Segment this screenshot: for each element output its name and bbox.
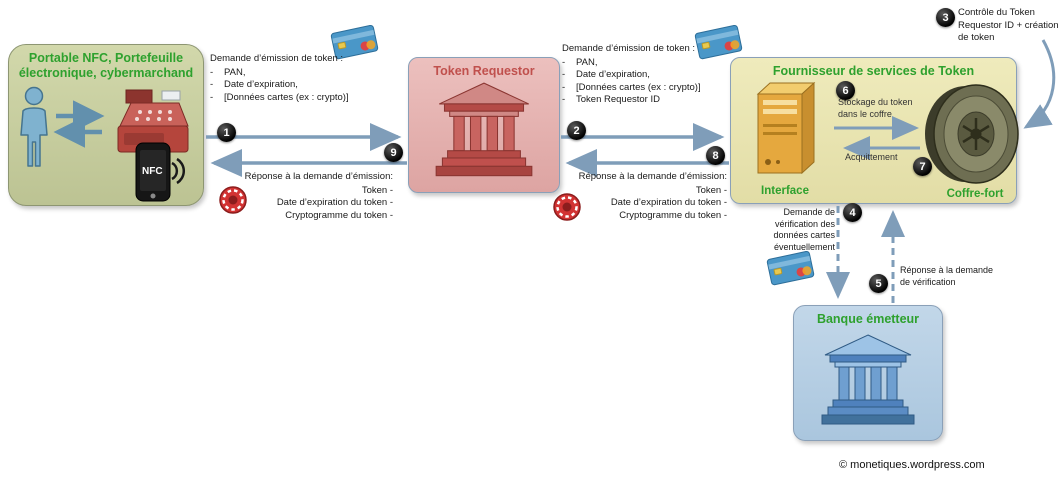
- request-right-item: PAN,: [576, 56, 598, 68]
- response-item: Token -: [361, 184, 393, 196]
- response-title: Réponse à la demande d’émission:: [578, 171, 727, 182]
- response-title: Réponse à la demande d’émission:: [244, 171, 393, 182]
- message-line: - PAN,: [210, 67, 362, 80]
- nfc-phone-icon: NFC: [135, 142, 186, 202]
- message-line: - PAN,: [562, 57, 724, 70]
- vault-label: Coffre-fort: [946, 188, 1004, 200]
- wallet-title: Portable NFC, Portefeuille électronique,…: [9, 45, 203, 81]
- message-line: - [Données cartes (ex : crypto)]: [210, 92, 362, 105]
- request-left-item: [Données cartes (ex : crypto)]: [224, 91, 349, 103]
- response-item: Token -: [695, 184, 727, 196]
- bullet: -: [562, 94, 566, 105]
- request-left-title: Demande d’émission de token :: [210, 53, 344, 64]
- copyright-text: © monetiques.wordpress.com: [839, 459, 985, 471]
- response-item: Date d’expiration du token -: [276, 197, 393, 208]
- request-left-item: Date d’expiration,: [224, 79, 298, 90]
- step-3-badge: 3: [936, 8, 955, 27]
- credit-card-icon: [330, 24, 379, 60]
- message-line: - Token Requestor ID: [562, 94, 724, 107]
- request-message-right: Demande d’émission de token : - PAN, - D…: [562, 43, 724, 107]
- request-right-item: Token Requestor ID: [576, 94, 660, 105]
- wallet-title-line2: électronique, cybermarchand: [18, 66, 194, 80]
- arrow-control-3: [1023, 39, 1056, 129]
- bullet: -: [210, 79, 214, 90]
- acknowledge-label: Acquittement: [845, 152, 898, 162]
- issuer-bank-icon: [821, 334, 915, 425]
- step-4-badge: 4: [843, 203, 862, 222]
- store-token-label: Stockage du token dans le coffre: [838, 97, 913, 119]
- request-message-left: Demande d’émission de token : - PAN, - D…: [210, 53, 362, 104]
- step-7-badge: 7: [913, 157, 932, 176]
- token-requestor-bank-icon: [435, 82, 533, 177]
- response-message-left: Réponse à la demande d’émission: Token -…: [243, 171, 393, 222]
- step-9-badge: 9: [384, 143, 403, 162]
- cash-register-icon: [117, 89, 189, 153]
- person-icon: [20, 86, 48, 167]
- step-8-badge: 8: [706, 146, 725, 165]
- credit-card-icon: [766, 250, 815, 286]
- response-item: Cryptogramme du token -: [285, 209, 393, 221]
- vault-icon: [925, 84, 1019, 184]
- request-right-title: Demande d’émission de token :: [562, 43, 696, 54]
- bullet: -: [562, 81, 566, 93]
- issuer-title: Banque émetteur: [816, 312, 920, 326]
- step-6-badge: 6: [836, 81, 855, 100]
- bullet: -: [210, 66, 214, 78]
- request-left-item: PAN,: [224, 66, 246, 78]
- control-note: Contrôle du Token Requestor ID + créatio…: [958, 7, 1059, 43]
- tsp-title: Fournisseur de services de Token: [772, 64, 975, 78]
- token-chip-icon: [219, 186, 247, 214]
- wallet-title-line1: Portable NFC, Portefeuille: [28, 51, 184, 65]
- message-line: - Date d’expiration,: [562, 69, 724, 82]
- interface-label: Interface: [761, 185, 809, 197]
- bullet: -: [562, 69, 566, 80]
- bullet: -: [562, 56, 566, 68]
- message-line: - Date d’expiration,: [210, 79, 362, 92]
- response-message-right: Réponse à la demande d’émission: Token -…: [577, 171, 727, 222]
- token-requestor-title: Token Requestor: [433, 64, 535, 78]
- verify-request-note: Demande de vérification des données cart…: [773, 207, 835, 252]
- response-item: Cryptogramme du token -: [619, 209, 727, 221]
- verify-response-note: Réponse à la demande de vérification: [900, 265, 994, 287]
- step-5-badge: 5: [869, 274, 888, 293]
- step-2-badge: 2: [567, 121, 586, 140]
- response-item: Date d’expiration du token -: [610, 197, 727, 208]
- bullet: -: [210, 91, 214, 103]
- step-1-badge: 1: [217, 123, 236, 142]
- message-line: - [Données cartes (ex : crypto)]: [562, 82, 724, 95]
- token-requestor-box: Token Requestor: [408, 57, 560, 193]
- request-right-item: Date d’expiration,: [576, 69, 650, 80]
- token-chip-icon: [553, 193, 581, 221]
- request-right-item: [Données cartes (ex : crypto)]: [576, 81, 701, 93]
- nfc-phone-label: NFC: [142, 166, 163, 177]
- interface-computer-icon: [756, 81, 816, 175]
- credit-card-icon: [694, 24, 743, 60]
